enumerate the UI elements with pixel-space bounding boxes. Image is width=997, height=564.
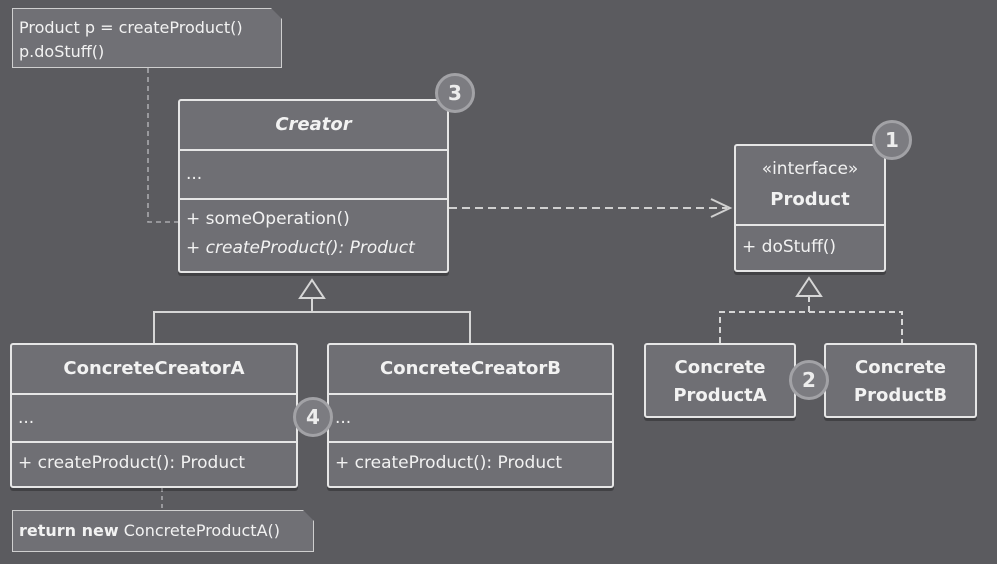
concrete-creator-b-class: ConcreteCreatorB ... + createProduct(): … bbox=[327, 343, 614, 488]
inheritance-triangle-creator bbox=[298, 278, 326, 299]
creator-fields: ... bbox=[186, 164, 203, 184]
note-top: Product p = createProduct() p.doStuff() bbox=[12, 7, 283, 68]
note-bottom-fold-corner bbox=[302, 509, 315, 522]
badge-2: 2 bbox=[789, 360, 829, 400]
concrete-creator-b-title: ConcreteCreatorB bbox=[380, 358, 561, 379]
concrete-creator-b-fields-section: ... bbox=[329, 393, 612, 441]
concrete-creator-a-fields-section: ... bbox=[12, 393, 296, 441]
note-fold-corner bbox=[270, 7, 283, 20]
product-stereotype: «interface» bbox=[761, 159, 859, 179]
badge-3: 3 bbox=[435, 73, 475, 113]
note-top-line2: p.doStuff() bbox=[19, 42, 105, 61]
realization-lines-products bbox=[719, 296, 903, 343]
note-top-line1: Product p = createProduct() bbox=[19, 18, 243, 37]
badge-4: 4 bbox=[293, 397, 333, 437]
product-interface: «interface» Product + doStuff() bbox=[734, 144, 886, 272]
concrete-creator-a-fields: ... bbox=[18, 408, 35, 428]
creator-methods-section: + someOperation() + createProduct(): Pro… bbox=[180, 198, 447, 271]
realization-triangle-product bbox=[795, 276, 823, 297]
creator-method-some-operation: + someOperation() bbox=[186, 209, 350, 229]
note-link-top bbox=[147, 68, 178, 223]
inheritance-lines-creators bbox=[153, 298, 471, 343]
product-title: Product bbox=[770, 189, 850, 210]
concrete-creator-b-method: + createProduct(): Product bbox=[335, 453, 563, 473]
note-bottom: return new ConcreteProductA() bbox=[12, 509, 315, 552]
creator-method-create-product: + createProduct(): Product bbox=[186, 238, 415, 258]
concrete-creator-a-method: + createProduct(): Product bbox=[18, 453, 246, 473]
note-bottom-text: ConcreteProductA() bbox=[118, 521, 281, 540]
concrete-product-b-line2: ProductB bbox=[853, 385, 948, 406]
badge-1: 1 bbox=[872, 120, 912, 160]
concrete-product-a-line1: Concrete bbox=[674, 357, 766, 378]
concrete-creator-a-class: ConcreteCreatorA ... + createProduct(): … bbox=[10, 343, 298, 488]
concrete-creator-b-fields: ... bbox=[335, 408, 352, 428]
concrete-product-b-line1: Concrete bbox=[855, 357, 946, 378]
concrete-product-a-line2: ProductA bbox=[673, 385, 767, 406]
product-method-do-stuff: + doStuff() bbox=[742, 237, 837, 257]
concrete-creator-b-methods-section: + createProduct(): Product bbox=[329, 441, 612, 486]
creator-title: Creator bbox=[275, 114, 352, 135]
creator-class: Creator ... + someOperation() + createPr… bbox=[178, 99, 449, 273]
concrete-product-b-class: Concrete ProductB bbox=[824, 343, 977, 418]
product-header: «interface» Product bbox=[736, 146, 884, 224]
product-methods-section: + doStuff() bbox=[736, 224, 884, 270]
concrete-product-a-class: Concrete ProductA bbox=[644, 343, 796, 418]
concrete-creator-a-methods-section: + createProduct(): Product bbox=[12, 441, 296, 486]
creator-fields-section: ... bbox=[180, 149, 447, 198]
concrete-creator-a-title: ConcreteCreatorA bbox=[63, 358, 245, 379]
note-bottom-keyword: return new bbox=[19, 521, 119, 540]
dependency-arrow-head bbox=[710, 198, 733, 218]
